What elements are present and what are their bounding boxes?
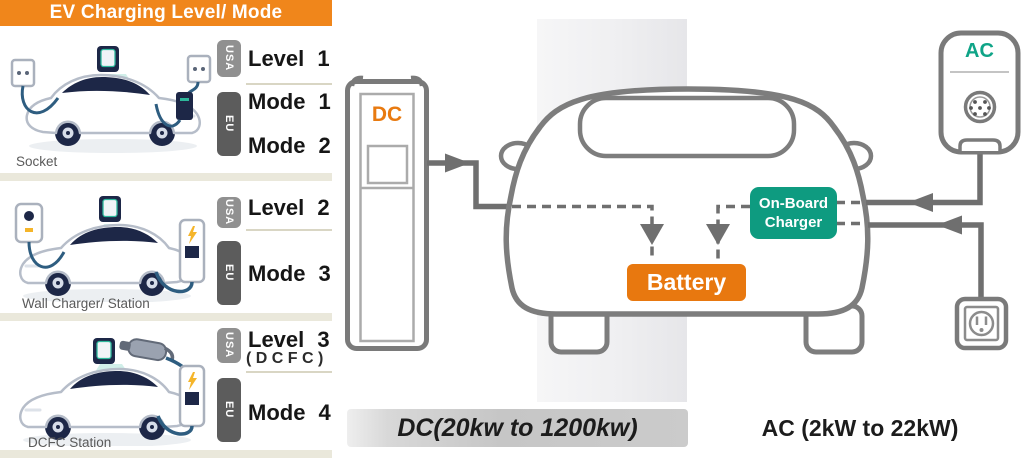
dc-power-range-label: DC(20kw to 1200kw) (347, 409, 688, 447)
eu-badge-row2: EU (217, 241, 241, 305)
onboard-charger-box: On-Board Charger (750, 187, 837, 239)
usa-badge-row3: USA (217, 328, 241, 363)
dc-charging-station (345, 75, 429, 351)
row-divider (0, 313, 332, 321)
page-title: EV Charging Level/ Mode (0, 0, 332, 26)
outlet-to-car-arrow (937, 215, 962, 235)
level-1-label: Level 1 (248, 46, 330, 71)
charger-screen-icon (366, 144, 409, 185)
onboard-charger-line2: Charger (764, 214, 823, 231)
level-mode-divider (246, 371, 332, 373)
ac-power-range-label: AC (2kW to 22kW) (761, 415, 959, 441)
bolt-icon (188, 372, 197, 390)
outlet-to-car-wire (868, 222, 984, 300)
row-divider (0, 450, 332, 458)
row-divider (0, 173, 332, 181)
wall-socket-left-icon (10, 58, 60, 115)
power-outlet-icon (954, 296, 1009, 351)
usa-badge-row2: USA (217, 197, 241, 228)
usa-badge-row1: USA (217, 40, 241, 77)
dcfc-station-illustration (18, 337, 206, 446)
windshield (577, 95, 797, 159)
mode-3-label: Mode 3 (248, 261, 331, 286)
obc-to-battery-arrow (706, 224, 730, 245)
socket-home-charging-illustration (10, 45, 212, 155)
mode-2-label: Mode 2 (248, 133, 331, 158)
row-caption-dcfc: DCFC Station (28, 435, 112, 450)
onboard-charger-line1: On-Board (758, 194, 829, 212)
ac-to-car-wire (866, 150, 983, 206)
row-caption-wall-charger: Wall Charger/ Station (22, 296, 150, 311)
mode-1-label: Mode 1 (248, 89, 331, 114)
ac-to-car-arrow (908, 193, 933, 212)
row-caption-socket: Socket (16, 154, 58, 169)
mode-4-label: Mode 4 (248, 400, 331, 425)
car-body (503, 86, 871, 317)
dcfc-post-icon (156, 364, 206, 436)
dcfc-note-label: ( D C F C ) (246, 350, 324, 367)
level-2-label: Level 2 (248, 195, 330, 220)
bolt-icon (188, 226, 197, 244)
charging-post-icon (154, 218, 206, 294)
dc-to-car-arrow (445, 153, 470, 173)
wall-socket-right-icon (154, 54, 212, 128)
dc-to-battery-dashed (512, 204, 654, 261)
level-3-label: Level 3 (248, 327, 330, 352)
level-mode-divider (246, 83, 332, 85)
wall-charger-station-illustration (14, 195, 206, 302)
car-outline (498, 86, 874, 355)
dc-to-battery-arrow (640, 224, 664, 245)
battery-box: Battery (627, 264, 746, 301)
eu-badge-row3: EU (217, 378, 241, 442)
ac-charger-label: AC (965, 40, 994, 62)
ac-wall-charger (938, 30, 1021, 155)
level-mode-divider (246, 229, 332, 231)
type2-connector-icon (963, 90, 997, 124)
dc-to-car-wire (427, 160, 512, 210)
dc-station-label: DC (371, 103, 403, 126)
eu-badge-row1: EU (217, 92, 241, 156)
wallbox-charger-icon (14, 202, 66, 269)
